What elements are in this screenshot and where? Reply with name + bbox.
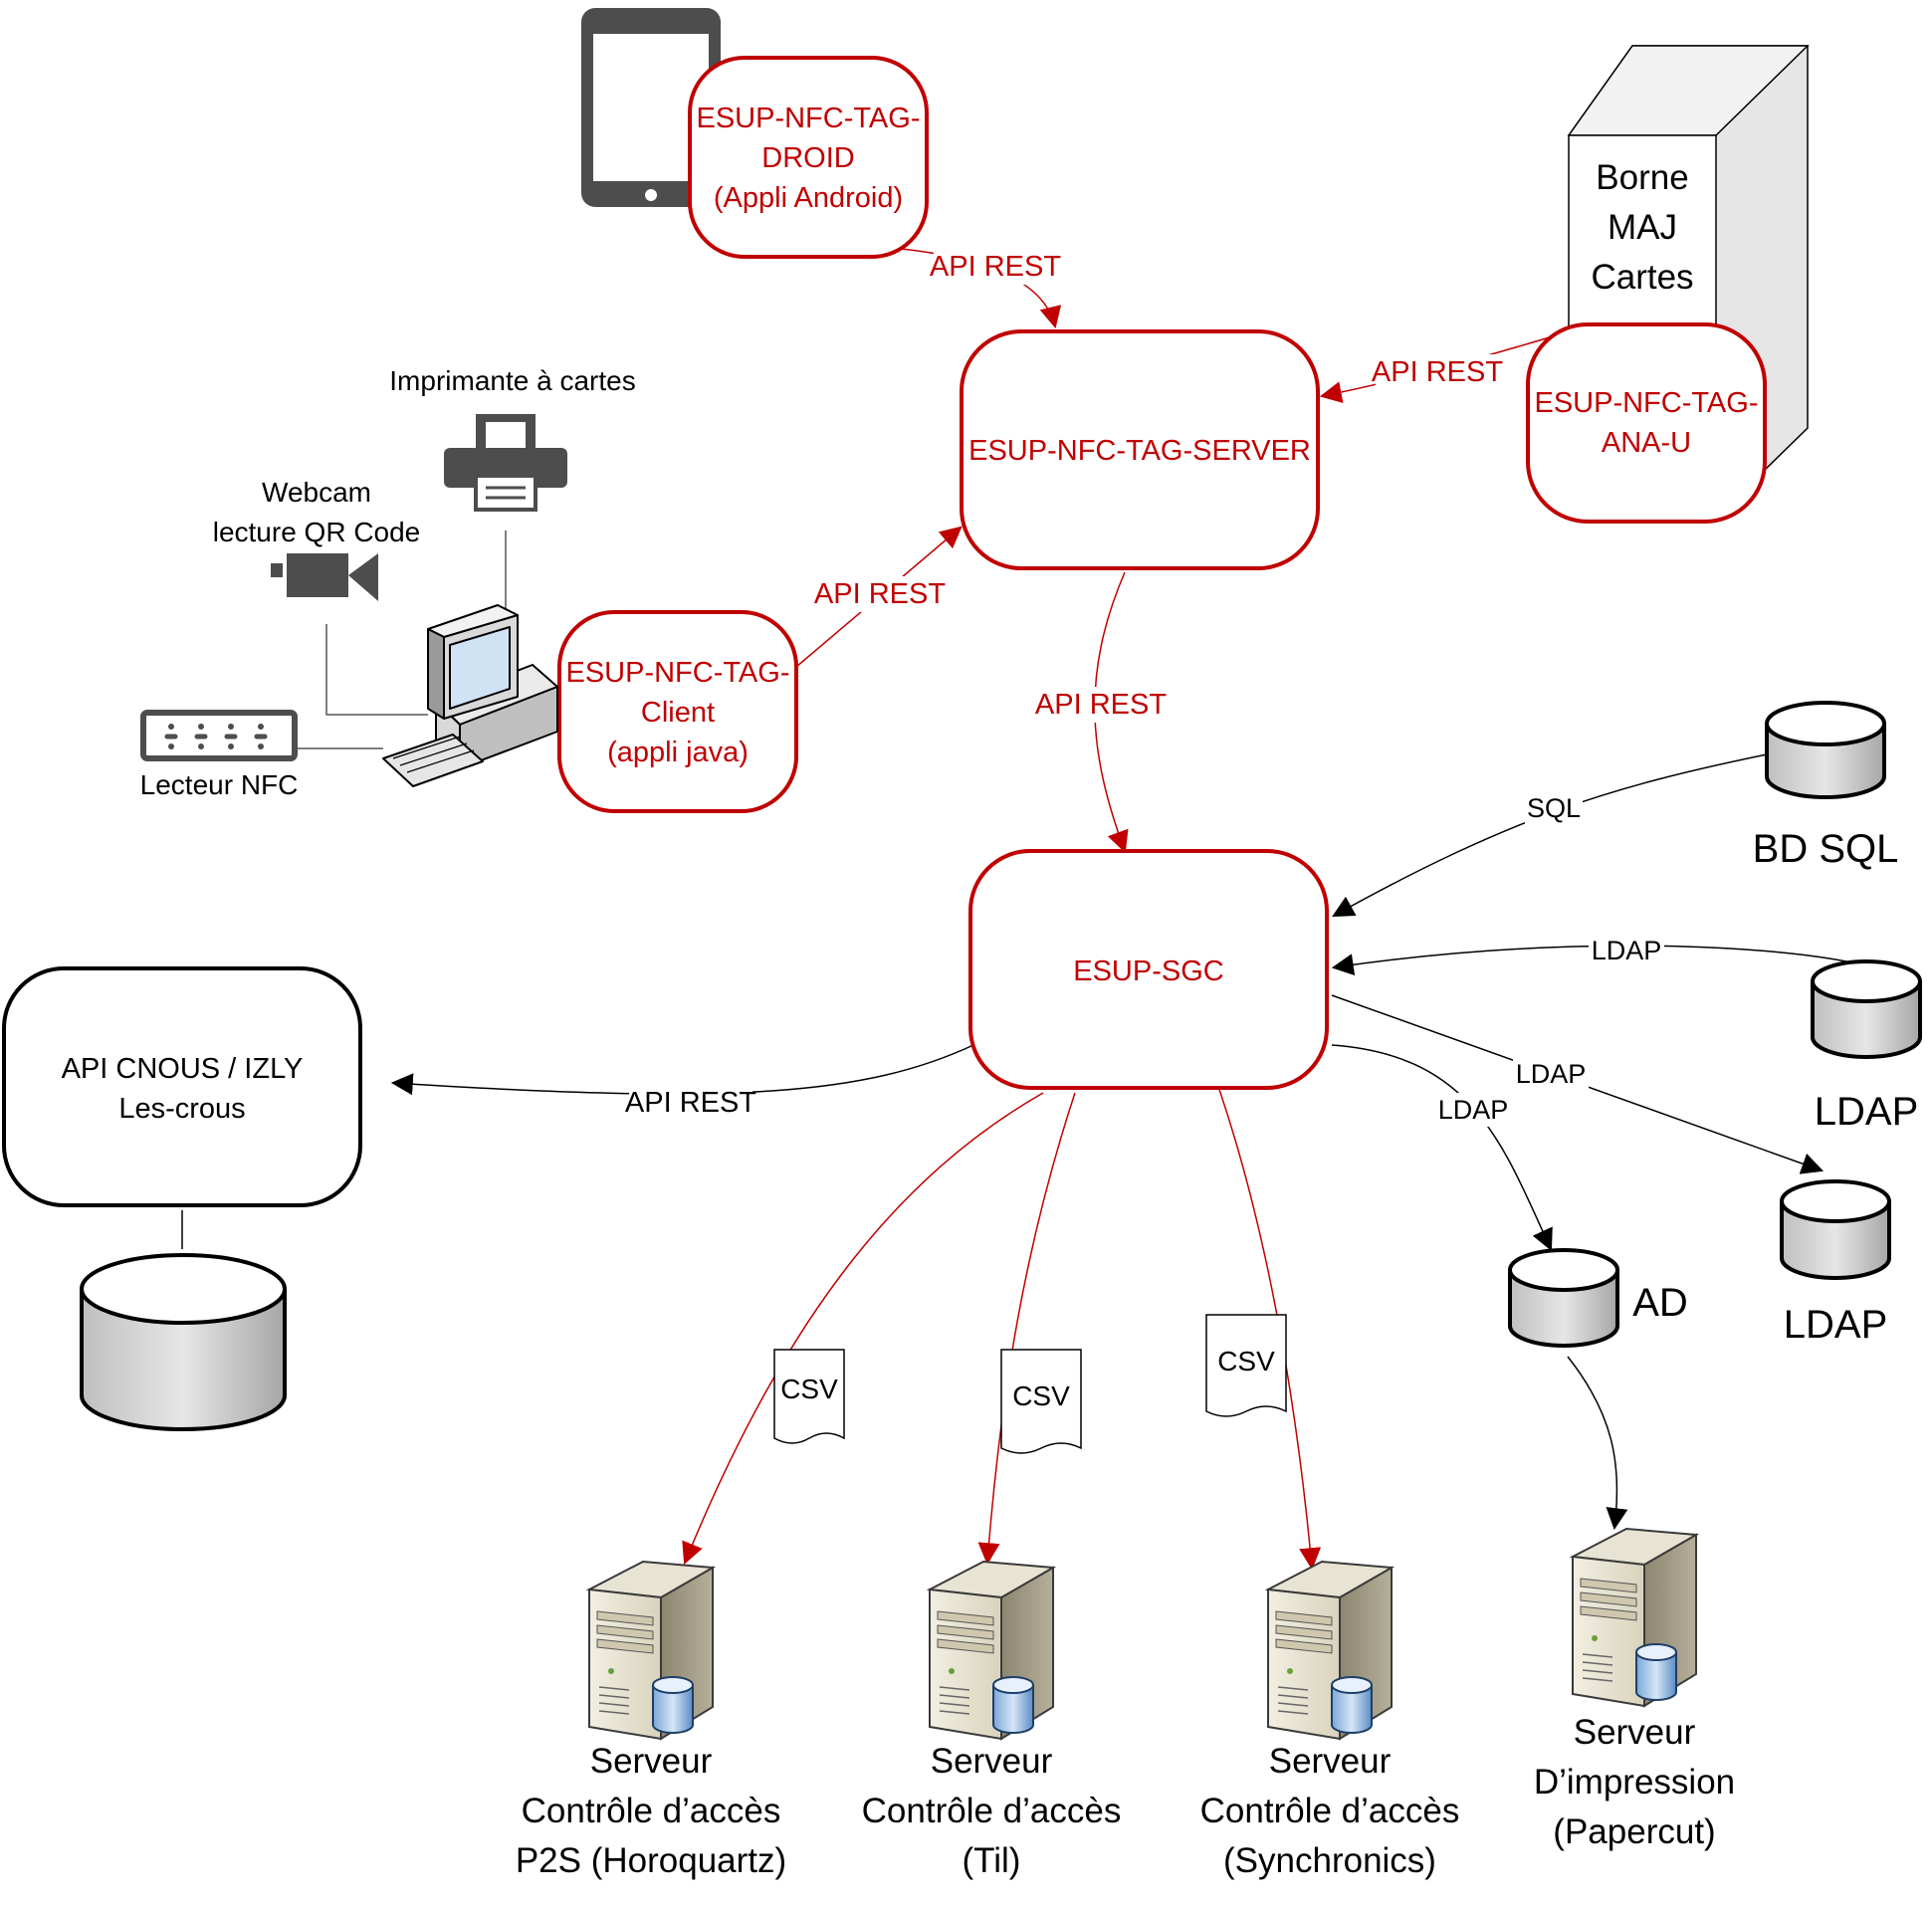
server-label-line: (Til) — [963, 1841, 1021, 1880]
server-label-line: D’impression — [1534, 1763, 1735, 1801]
edge-label-sgc-ldap2: LDAP — [1513, 1057, 1589, 1091]
node-esup-nfc-tag-server: ESUP-NFC-TAG-SERVER — [960, 329, 1320, 570]
svg-text:ESUP-NFC-TAG-SERVER: ESUP-NFC-TAG-SERVER — [968, 435, 1311, 467]
svg-text:LDAP: LDAP — [1516, 1059, 1587, 1089]
svg-text:ESUP-SGC: ESUP-SGC — [1073, 955, 1223, 987]
csv-document-icon: CSV — [1000, 1349, 1082, 1454]
edge-sgc-til — [977, 1092, 1076, 1566]
node-esup-nfc-tag-droid: ESUP-NFC-TAG- DROID (Appli Android) — [688, 56, 929, 259]
server-label-line: (Synchronics) — [1223, 1841, 1436, 1880]
computer-icon — [382, 604, 558, 787]
server-icon — [1569, 1527, 1700, 1708]
node-esup-nfc-tag-ana-u: ESUP-NFC-TAG- ANA-U — [1526, 322, 1767, 524]
database-bd-sql-icon — [1765, 701, 1886, 799]
printer-icon — [444, 414, 567, 512]
svg-text:API REST: API REST — [930, 251, 1061, 283]
tablet-icon — [581, 8, 721, 207]
server-label-line: Contrôle d’accès — [862, 1792, 1122, 1830]
edge-label-client-server: API REST — [814, 576, 946, 612]
database-ldap1-icon — [1811, 959, 1922, 1059]
csv-label-1: CSV — [780, 1374, 838, 1404]
edge-label-sgc-cnous: API REST — [625, 1085, 756, 1121]
server-label-line: Serveur — [1269, 1742, 1392, 1781]
svg-text:API REST: API REST — [814, 578, 946, 610]
server-icon — [926, 1560, 1057, 1741]
svg-text:ESUP-NFC-TAG-: ESUP-NFC-TAG- — [565, 657, 789, 689]
server-label-line: Serveur — [931, 1742, 1053, 1781]
database-ad-label: AD — [1632, 1281, 1688, 1325]
database-ldap1-label: LDAP — [1815, 1090, 1919, 1134]
edge-label-droid-server: API REST — [930, 249, 1061, 285]
edge-label-sgc-ad: LDAP — [1435, 1093, 1511, 1127]
svg-text:ESUP-NFC-TAG-: ESUP-NFC-TAG- — [696, 103, 920, 134]
webcam-icon — [271, 553, 378, 601]
edge-label-server-sgc: API REST — [1035, 687, 1167, 723]
svg-text:DROID: DROID — [761, 142, 854, 174]
server-label-line: Contrôle d’accès — [1200, 1792, 1460, 1830]
database-ad-icon — [1508, 1248, 1619, 1348]
edge-sgc-p2s — [682, 1092, 1044, 1566]
edge-sgc-synchronics — [1205, 1052, 1322, 1571]
csv-label-2: CSV — [1012, 1380, 1070, 1411]
edge-sgc-cnous — [390, 1044, 974, 1096]
csv-document-icon: CSV — [773, 1349, 845, 1444]
edge-sql-sgc — [1332, 753, 1768, 918]
server-label-line: P2S (Horoquartz) — [516, 1841, 786, 1880]
server-label-line: (Papercut) — [1553, 1812, 1715, 1851]
database-bd-sql-label: BD SQL — [1753, 827, 1899, 871]
webcam-label-line-2: lecture QR Code — [213, 517, 421, 547]
svg-text:API CNOUS / IZLY: API CNOUS / IZLY — [62, 1053, 304, 1085]
edge-label-ldap1-sgc: LDAP — [1589, 934, 1664, 967]
borne-label-line-1: Borne — [1596, 158, 1688, 197]
svg-text:SQL: SQL — [1527, 793, 1581, 823]
edge-label-sql-sgc: SQL — [1525, 791, 1583, 825]
node-api-cnous-izly: API CNOUS / IZLY Les-crous — [2, 966, 362, 1207]
node-esup-nfc-tag-client: ESUP-NFC-TAG- Client (appli java) — [557, 610, 798, 813]
borne-label-line-2: MAJ — [1608, 208, 1677, 247]
server-label-line: Contrôle d’accès — [522, 1792, 781, 1830]
printer-label: Imprimante à cartes — [389, 365, 635, 396]
svg-text:API REST: API REST — [625, 1087, 756, 1119]
svg-text:(Appli Android): (Appli Android) — [714, 182, 903, 214]
svg-text:(appli java): (appli java) — [607, 737, 749, 768]
svg-text:ANA-U: ANA-U — [1602, 427, 1691, 459]
borne-label-line-3: Cartes — [1591, 258, 1693, 297]
svg-text:ESUP-NFC-TAG-: ESUP-NFC-TAG- — [1534, 387, 1758, 419]
database-ldap2-label: LDAP — [1784, 1303, 1888, 1347]
svg-text:API REST: API REST — [1372, 356, 1503, 388]
webcam-label-line-1: Webcam — [262, 477, 371, 508]
svg-text:Les-crous: Les-crous — [118, 1093, 245, 1125]
node-esup-sgc: ESUP-SGC — [968, 849, 1329, 1090]
svg-text:API REST: API REST — [1035, 689, 1167, 721]
database-ldap2-icon — [1780, 1179, 1891, 1280]
server-icon — [585, 1560, 717, 1741]
nfc-reader-label: Lecteur NFC — [140, 769, 299, 800]
svg-text:LDAP: LDAP — [1438, 1095, 1509, 1125]
svg-text:LDAP: LDAP — [1592, 936, 1662, 965]
server-label-line: Serveur — [590, 1742, 713, 1781]
server-icon — [1264, 1560, 1395, 1741]
csv-label-3: CSV — [1217, 1346, 1275, 1377]
server-label-line: Serveur — [1574, 1713, 1696, 1752]
edge-label-anau-server: API REST — [1372, 354, 1503, 390]
csv-document-icon: CSV — [1205, 1314, 1287, 1417]
svg-text:Client: Client — [641, 697, 715, 729]
wire-webcam — [325, 624, 428, 716]
cnous-database-icon — [80, 1253, 287, 1431]
edge-ad-papercut — [1567, 1356, 1628, 1531]
nfc-reader-icon — [140, 710, 298, 761]
